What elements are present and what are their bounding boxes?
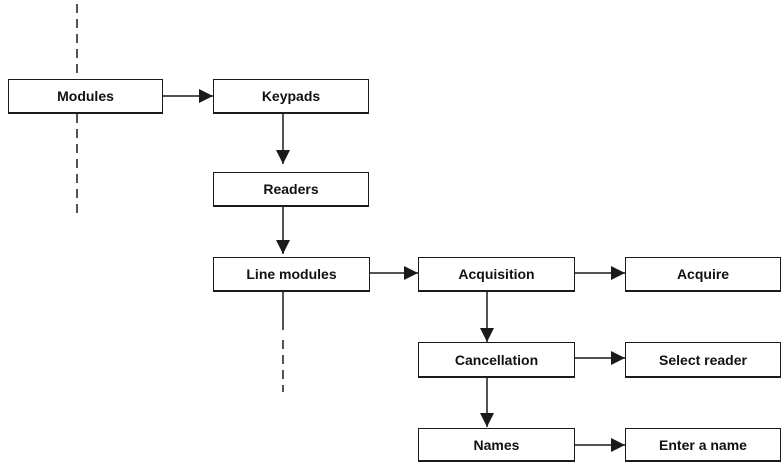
node-names-label: Names bbox=[473, 436, 520, 453]
node-keypads: Keypads bbox=[213, 79, 369, 114]
node-select-reader-label: Select reader bbox=[659, 351, 747, 368]
node-acquire-label: Acquire bbox=[676, 266, 730, 282]
node-enter-name: Enter a name bbox=[625, 428, 781, 462]
node-acquire: Acquire bbox=[625, 257, 781, 292]
node-modules: Modules bbox=[8, 79, 163, 114]
node-acquisition-label: Acquisition bbox=[458, 266, 535, 282]
node-readers-label: Readers bbox=[263, 181, 319, 197]
node-enter-name-label: Enter a name bbox=[659, 436, 747, 453]
node-line-modules: Line modules bbox=[213, 257, 370, 292]
node-cancellation-label: Cancellation bbox=[454, 351, 539, 368]
node-cancellation: Cancellation bbox=[418, 342, 575, 378]
node-keypads-label: Keypads bbox=[261, 88, 321, 104]
node-select-reader: Select reader bbox=[625, 342, 781, 378]
node-names: Names bbox=[418, 428, 575, 462]
node-readers: Readers bbox=[213, 172, 369, 207]
node-modules-label: Modules bbox=[57, 88, 114, 104]
node-acquisition: Acquisition bbox=[418, 257, 575, 292]
node-line-modules-label: Line modules bbox=[246, 266, 337, 282]
